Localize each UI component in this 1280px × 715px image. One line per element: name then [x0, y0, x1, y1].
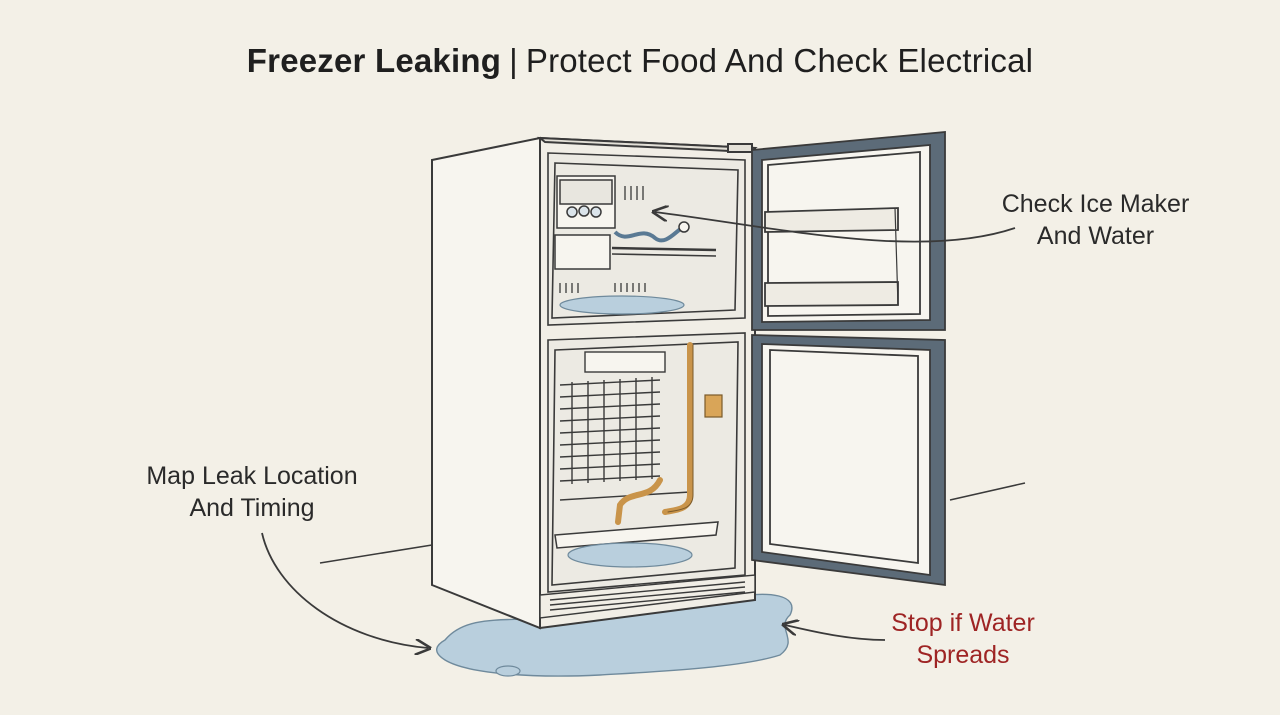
freezer-door [751, 131, 946, 331]
control-box-icon [704, 394, 723, 418]
callout-ice-maker-line2: And Water [1036, 222, 1155, 250]
callout-stop-warning-line2: Spreads [916, 641, 1010, 669]
freezer-vents [559, 186, 646, 293]
drain-pan [554, 521, 719, 568]
title-main: Freezer Leaking [246, 42, 502, 79]
callout-arrows [261, 212, 1016, 648]
water-supply-line [613, 221, 690, 243]
freezer-water [559, 295, 685, 315]
callout-leak-location: Map Leak Location And Timing [136, 460, 368, 524]
title-separator: | [509, 42, 518, 79]
callout-ice-maker-line1: Check Ice Maker [1001, 190, 1190, 218]
callout-leak-location-line2: And Timing [189, 494, 315, 522]
callout-leak-location-line1: Map Leak Location [146, 462, 358, 490]
callout-ice-maker: Check Ice Maker And Water [993, 188, 1198, 252]
drain-pipes [615, 342, 694, 525]
bottom-grille [539, 574, 756, 619]
floor-lines [319, 482, 1026, 564]
ice-maker-arrow [655, 212, 1016, 243]
stop-arrow [785, 625, 886, 641]
refrigerator-door [751, 334, 946, 587]
evaporator-coils [559, 351, 691, 501]
page-title: Freezer Leaking|Protect Food And Check E… [0, 42, 1280, 80]
callout-stop-warning-line1: Stop if Water [891, 609, 1035, 637]
leak-map-arrow [261, 532, 428, 648]
title-subtitle: Protect Food And Check Electrical [525, 42, 1034, 79]
callout-stop-warning: Stop if Water Spreads [880, 607, 1046, 671]
ice-maker [554, 175, 616, 270]
